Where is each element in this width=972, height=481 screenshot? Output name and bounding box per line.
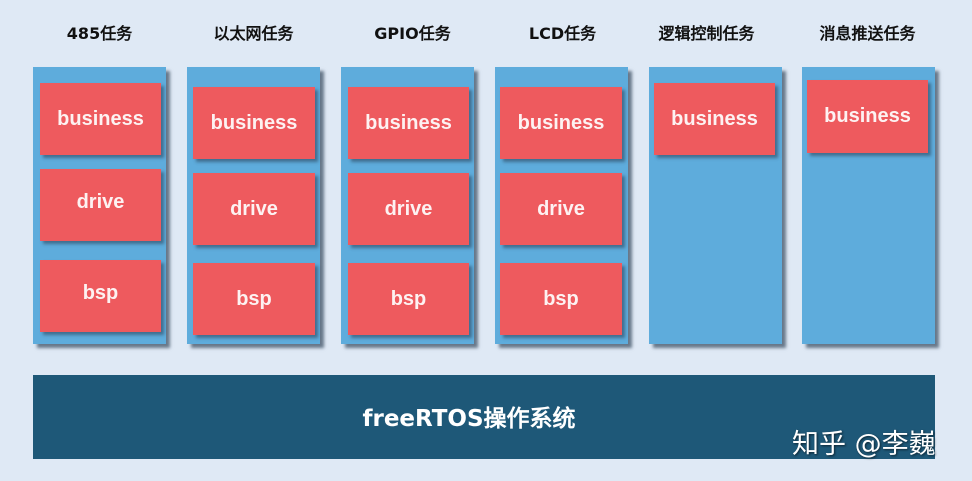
task-column-ethernet: business drive bsp	[187, 67, 320, 344]
task-column-gpio: business drive bsp	[341, 67, 474, 344]
business-block: business	[193, 87, 315, 159]
business-block: business	[654, 83, 775, 155]
drive-block: drive	[40, 169, 161, 241]
business-block: business	[40, 83, 161, 155]
freertos-os-layer: freeRTOS操作系统	[33, 375, 935, 459]
column-title-logic-control: 逻辑控制任务	[658, 24, 755, 43]
bsp-block: bsp	[500, 263, 622, 335]
column-title-ethernet: 以太网任务	[213, 24, 294, 43]
business-block: business	[500, 87, 622, 159]
bsp-block: bsp	[40, 260, 161, 332]
drive-block: drive	[348, 173, 469, 245]
column-title-lcd: LCD任务	[528, 24, 597, 43]
business-block: business	[348, 87, 469, 159]
bsp-block: bsp	[348, 263, 469, 335]
bsp-block: bsp	[193, 263, 315, 335]
zhihu-watermark: 知乎 @李巍	[792, 429, 936, 460]
task-column-logic-control: business	[649, 67, 782, 344]
column-title-485: 485任务	[66, 24, 133, 43]
column-title-gpio: GPIO任务	[374, 24, 451, 43]
business-block: business	[807, 80, 928, 153]
task-column-lcd: business drive bsp	[495, 67, 628, 344]
task-column-485: business drive bsp	[33, 67, 166, 344]
os-layer-label: freeRTOS操作系统	[362, 406, 576, 432]
column-title-message-push: 消息推送任务	[819, 24, 916, 43]
drive-block: drive	[193, 173, 315, 245]
drive-block: drive	[500, 173, 622, 245]
task-column-message-push: business	[802, 67, 935, 344]
